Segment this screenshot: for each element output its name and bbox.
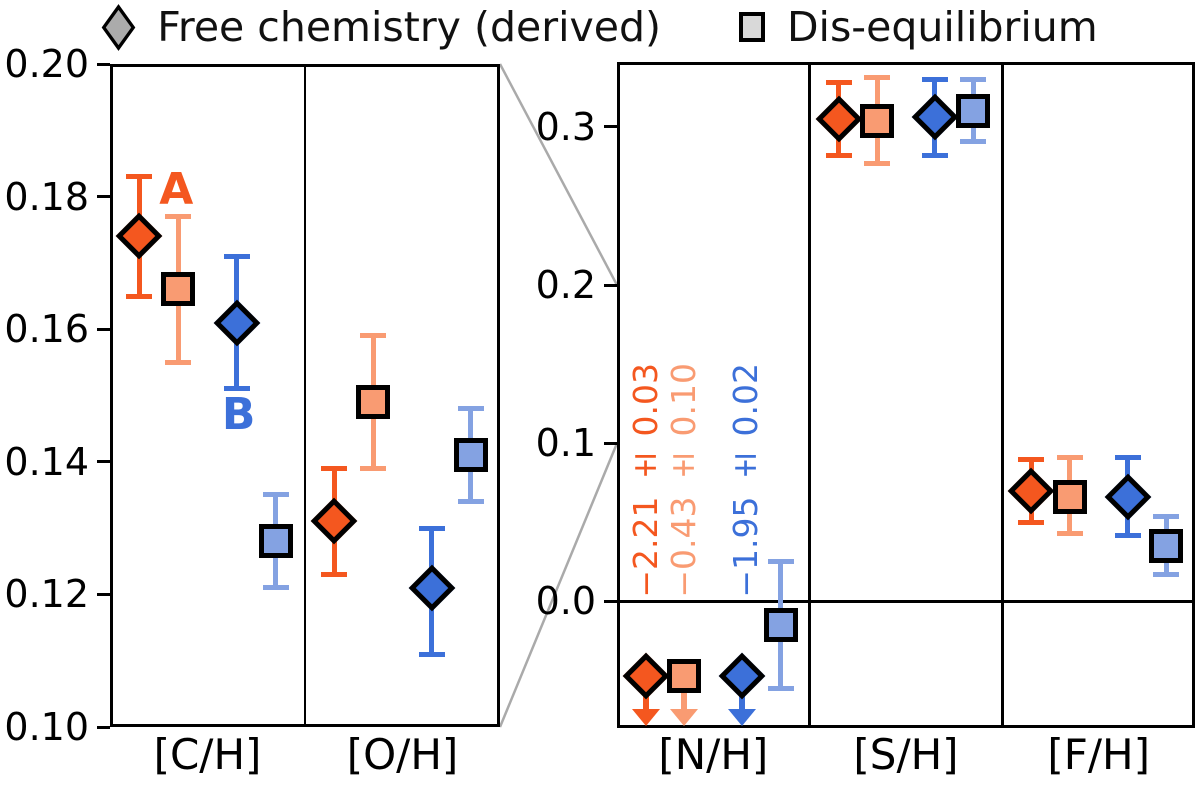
error-bar-cap <box>921 152 948 158</box>
data-point-A_diseq <box>356 385 391 420</box>
error-bar-cap <box>457 406 484 412</box>
panel-divider <box>1001 62 1004 728</box>
y-tick-label: 0.18 <box>4 174 89 219</box>
data-point-B_diseq <box>258 524 293 559</box>
y-tick-label: 0.20 <box>4 42 89 86</box>
error-bar-cap <box>1114 532 1141 538</box>
zoom-connector-line <box>498 442 619 728</box>
y-tick-label: 0.0 <box>535 579 596 624</box>
legend: Free chemistry (derived) Dis-equilibrium <box>0 0 1200 54</box>
upper-limit-arrow-head <box>670 708 699 726</box>
error-bar-cap <box>1153 572 1180 578</box>
panel-divider <box>303 64 307 727</box>
error-bar-cap <box>767 559 794 565</box>
y-tick-mark <box>604 125 617 129</box>
y-tick-mark <box>604 283 617 287</box>
legend-square-icon <box>738 12 765 42</box>
error-bar-cap <box>825 152 852 158</box>
data-point-A_diseq <box>667 658 702 693</box>
legend-label-disequilibrium: Dis-equilibrium <box>786 2 1098 51</box>
error-bar-cap <box>1114 454 1141 460</box>
error-bar-cap <box>262 585 289 591</box>
error-bar-cap <box>418 525 445 531</box>
error-bar-cap <box>223 386 250 392</box>
error-bar-cap <box>1018 456 1045 462</box>
error-bar-cap <box>165 359 192 365</box>
x-category-label: [C/H] <box>153 730 262 779</box>
error-bar-cap <box>360 465 387 471</box>
error-bar-cap <box>960 138 987 144</box>
data-point-B_diseq <box>1149 529 1184 564</box>
error-bar-cap <box>825 80 852 86</box>
error-bar-cap <box>126 293 153 299</box>
upper-limit-arrow <box>739 688 746 710</box>
y-tick-label: 0.16 <box>4 307 89 352</box>
error-bar-cap <box>457 499 484 505</box>
error-bar-cap <box>1153 513 1180 519</box>
limit-value-annotation: −2.21 ± 0.03 <box>625 363 665 598</box>
error-bar-cap <box>921 76 948 82</box>
error-bar-cap <box>1056 454 1083 460</box>
data-point-B_diseq <box>763 608 798 643</box>
error-bar-cap <box>165 213 192 219</box>
data-point-B_diseq <box>453 438 488 473</box>
legend-item-disequilibrium: Dis-equilibrium <box>738 2 1098 51</box>
y-tick-label: 0.1 <box>535 421 596 466</box>
y-tick-mark <box>97 460 110 464</box>
panel-divider <box>808 62 811 728</box>
y-tick-mark <box>604 441 617 445</box>
legend-item-free-chemistry: Free chemistry (derived) <box>101 2 661 51</box>
error-bar-cap <box>418 651 445 657</box>
x-category-label: [S/H] <box>853 730 959 779</box>
limit-value-annotation: −0.43 ± 0.10 <box>664 363 704 598</box>
error-bar-cap <box>864 75 891 81</box>
y-tick-mark <box>604 599 617 603</box>
error-bar-cap <box>864 160 891 166</box>
y-tick-mark <box>97 195 110 199</box>
data-point-A_diseq <box>161 272 196 307</box>
error-bar-cap <box>321 572 348 577</box>
x-category-label: [F/H] <box>1047 730 1150 779</box>
model-label-annotation: B <box>221 389 256 441</box>
y-tick-label: 0.12 <box>4 572 89 617</box>
zoom-connector-line <box>498 63 619 286</box>
upper-limit-arrow <box>681 688 688 710</box>
model-label-annotation: A <box>159 163 194 215</box>
limit-value-annotation: −1.95 ± 0.02 <box>726 363 766 598</box>
upper-limit-arrow-head <box>631 708 660 726</box>
y-tick-mark <box>97 327 110 331</box>
error-bar-cap <box>223 253 250 259</box>
y-tick-label: 0.3 <box>535 104 596 149</box>
error-bar-cap <box>360 333 387 339</box>
error-bar-cap <box>126 174 153 180</box>
y-tick-label: 0.10 <box>4 705 89 749</box>
upper-limit-arrow-head <box>728 708 757 726</box>
error-bar-cap <box>960 76 987 82</box>
error-bar-cap <box>1056 530 1083 536</box>
panel-right <box>617 62 1195 728</box>
y-tick-mark <box>97 725 110 729</box>
data-point-A_diseq <box>1052 480 1087 515</box>
error-bar-cap <box>1018 519 1045 525</box>
data-point-B_diseq <box>956 94 991 129</box>
y-tick-label: 0.2 <box>535 263 596 308</box>
y-tick-mark <box>97 62 110 66</box>
y-tick-mark <box>97 592 110 596</box>
error-bar-cap <box>262 492 289 498</box>
x-category-label: [N/H] <box>658 730 769 779</box>
error-bar-cap <box>767 685 794 691</box>
y-tick-label: 0.14 <box>4 439 89 484</box>
data-point-A_diseq <box>860 103 895 138</box>
error-bar-cap <box>321 465 348 471</box>
legend-label-free-chemistry: Free chemistry (derived) <box>157 2 661 51</box>
zero-line <box>617 600 1195 603</box>
x-category-label: [O/H] <box>346 730 459 779</box>
upper-limit-arrow <box>642 688 649 710</box>
